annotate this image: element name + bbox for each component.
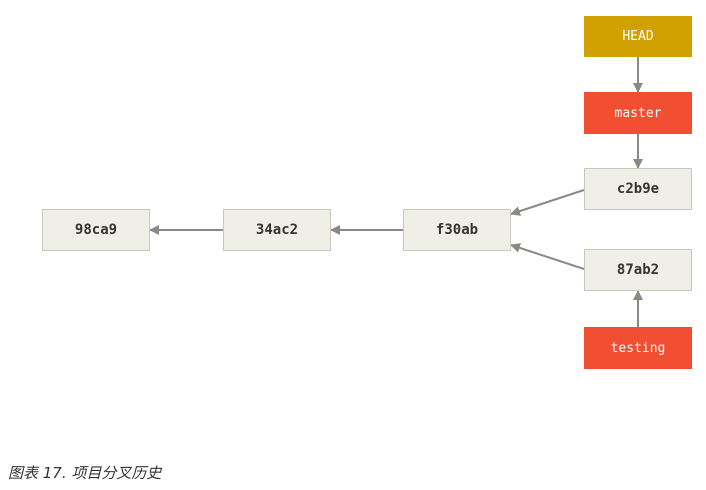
commit-98ca9: 98ca9: [42, 209, 150, 251]
commit-c2b9e: c2b9e: [584, 168, 692, 210]
arrow-c2b9e-to-f30ab: [510, 189, 585, 216]
commit-34ac2: 34ac2: [223, 209, 331, 251]
head-pointer: HEAD: [584, 16, 692, 57]
commit-f30ab: f30ab: [403, 209, 511, 251]
commit-graph: HEAD master c2b9e 87ab2 testing f30ab 34…: [42, 16, 692, 369]
branch-master: master: [584, 92, 692, 134]
arrows-layer: [149, 57, 643, 327]
branch-testing: testing: [584, 327, 692, 369]
commit-87ab2: 87ab2: [584, 249, 692, 291]
arrow-87ab2-to-f30ab: [510, 243, 585, 270]
figure-caption: 图表 17. 项目分叉历史: [8, 464, 162, 482]
